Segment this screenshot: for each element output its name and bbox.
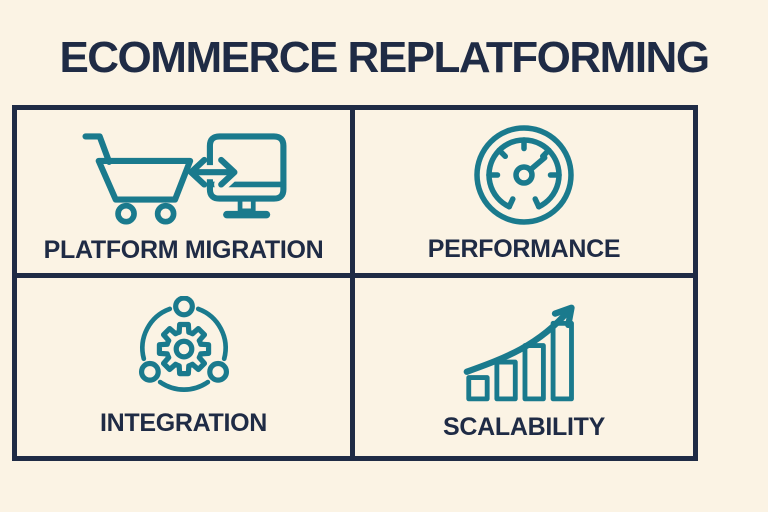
growth-bar-chart-icon bbox=[461, 292, 587, 404]
cart-to-monitor-migration-icon bbox=[78, 125, 290, 227]
quadrant-scalability: SCALABILITY bbox=[355, 278, 693, 456]
quadrant-performance: PERFORMANCE bbox=[355, 110, 693, 278]
page-title: ECOMMERCE REPLATFORMING bbox=[59, 33, 710, 82]
label-scalability: SCALABILITY bbox=[443, 413, 605, 442]
quadrant-platform-migration: PLATFORM MIGRATION bbox=[17, 110, 355, 278]
quadrant-grid: PLATFORM MIGRATION PERFOR bbox=[12, 105, 698, 461]
label-performance: PERFORMANCE bbox=[427, 234, 621, 263]
quadrant-integration: INTEGRATION bbox=[17, 278, 355, 456]
speedometer-icon bbox=[469, 120, 579, 230]
gear-network-icon bbox=[132, 296, 236, 400]
label-integration: INTEGRATION bbox=[99, 409, 268, 438]
label-platform-migration: PLATFORM MIGRATION bbox=[43, 235, 324, 264]
